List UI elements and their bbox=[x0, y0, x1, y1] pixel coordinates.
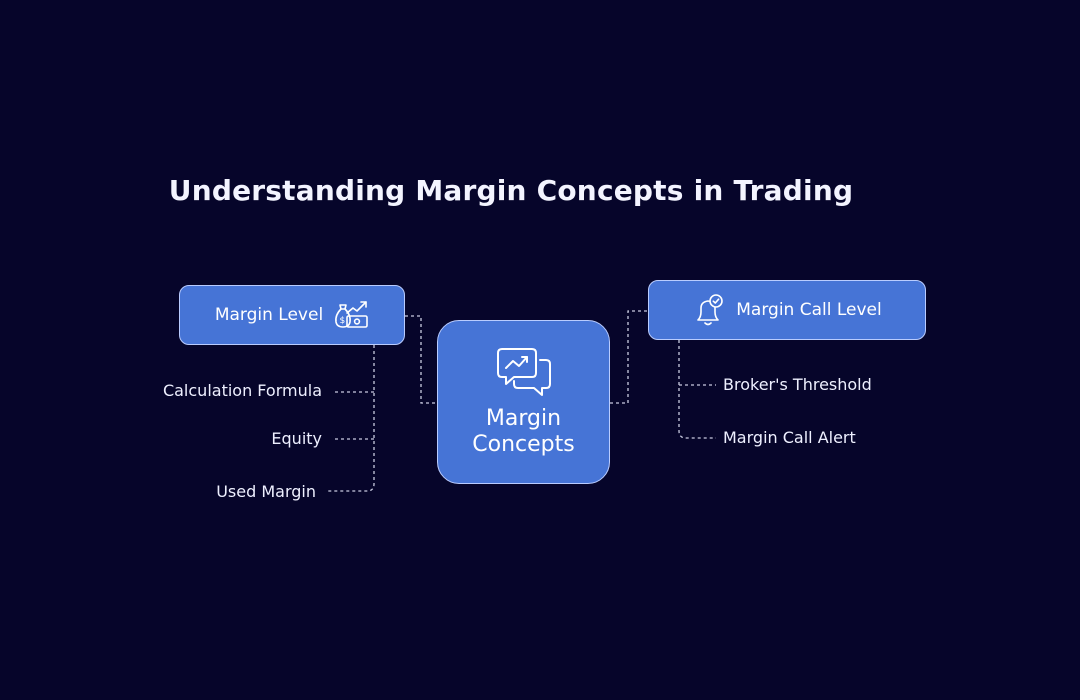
connector-left-trunk bbox=[326, 345, 375, 492]
money-growth-icon: $ bbox=[333, 299, 369, 331]
leaf-margin-call-alert: Margin Call Alert bbox=[723, 428, 856, 447]
margin-call-level-label: Margin Call Level bbox=[736, 300, 882, 320]
connector-left-main bbox=[405, 315, 437, 404]
connector-right-trunk bbox=[678, 340, 716, 439]
leaf-brokers-threshold: Broker's Threshold bbox=[723, 375, 872, 394]
margin-level-label: Margin Level bbox=[214, 305, 324, 325]
leaf-calculation-formula: Calculation Formula bbox=[162, 381, 322, 400]
bell-check-icon bbox=[692, 293, 726, 327]
connector-right-main bbox=[610, 310, 648, 404]
center-label-line1: Margin bbox=[485, 406, 562, 431]
margin-call-level-node: Margin Call Level bbox=[648, 280, 926, 340]
center-label-line2: Concepts bbox=[472, 432, 575, 457]
leaf-equity: Equity bbox=[271, 429, 322, 448]
chat-trend-icon bbox=[496, 346, 552, 398]
diagram-title: Understanding Margin Concepts in Trading bbox=[168, 174, 854, 207]
margin-concepts-node: Margin Concepts bbox=[437, 320, 610, 484]
margin-level-node: Margin Level $ bbox=[179, 285, 405, 345]
leaf-used-margin: Used Margin bbox=[216, 482, 316, 501]
svg-text:$: $ bbox=[340, 316, 346, 326]
